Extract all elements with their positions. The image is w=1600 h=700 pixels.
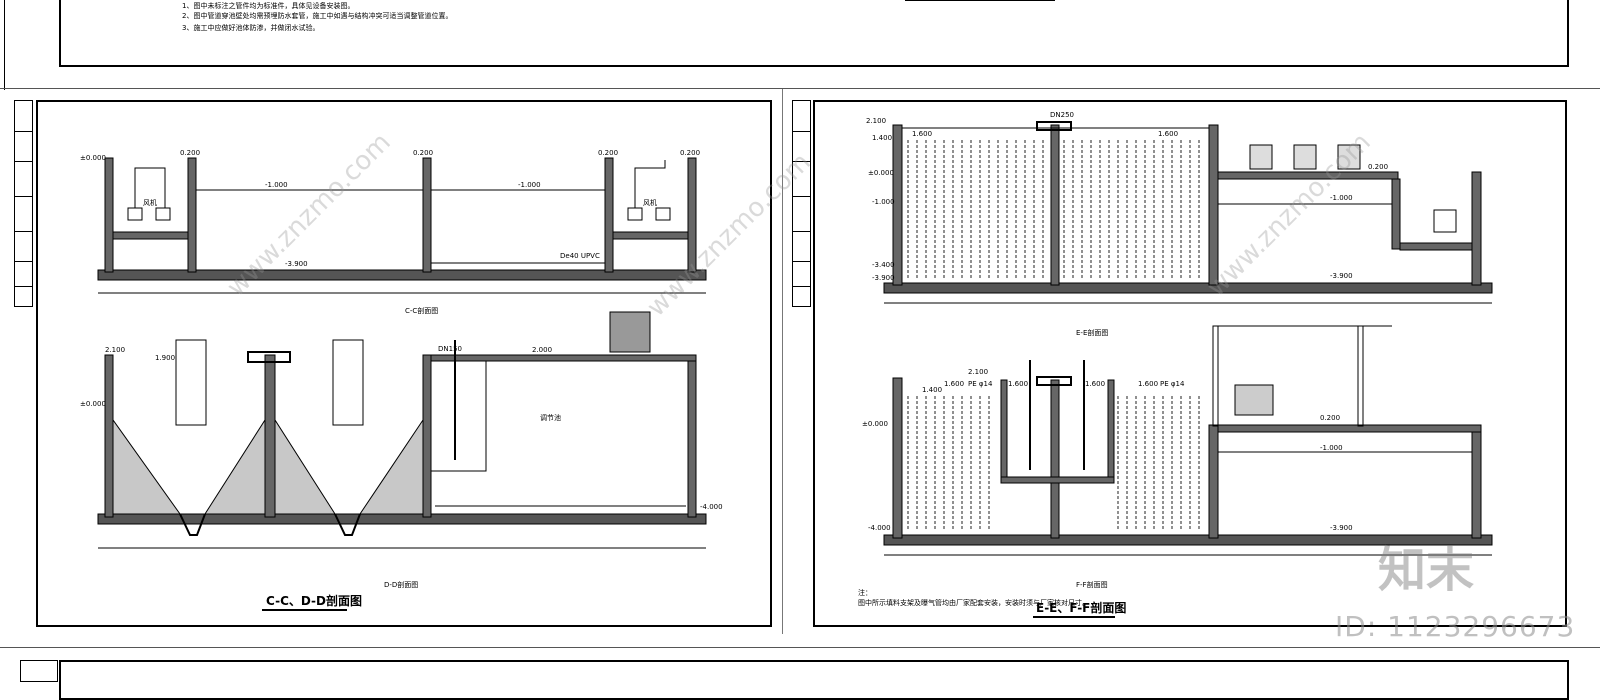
dd-elev-2000: 2.000 bbox=[532, 346, 552, 354]
ff-elev-0200: 0.200 bbox=[1320, 414, 1340, 422]
note-line-3: 3、施工中应做好池体防渗，并做闭水试验。 bbox=[182, 24, 320, 32]
top-sheet bbox=[59, 0, 1569, 67]
watermark-id: ID: 1123296673 bbox=[1335, 610, 1576, 643]
cc-wall-left bbox=[104, 157, 114, 273]
right-drawing-ff: 2.100 1.400 1.600 1.600 1.600 1.600 PE φ… bbox=[862, 325, 1493, 556]
cc-elev-top-2: 0.200 bbox=[413, 149, 433, 157]
left-drawing-dd: 2.100 1.900 2.000 ±0.000 -4.000 DN150 调节… bbox=[80, 311, 723, 549]
left-sheet-title: C-C、D-D剖面图 bbox=[266, 594, 362, 608]
cc-elev-top-3: 0.200 bbox=[598, 149, 618, 157]
cc-elev-neg1-b: -1.000 bbox=[518, 181, 541, 189]
dd-elev-zero: ±0.000 bbox=[80, 400, 106, 408]
ff-section-label: F-F剖面图 bbox=[1076, 581, 1108, 589]
dd-section-label: D-D剖面图 bbox=[384, 581, 419, 589]
dd-tank-label: 调节池 bbox=[540, 413, 561, 422]
right-title-underline bbox=[1033, 616, 1115, 618]
cc-wall-mid bbox=[422, 157, 432, 273]
center-divider bbox=[782, 89, 783, 634]
ff-elev-1600-a: 1.600 bbox=[944, 380, 964, 388]
dd-elev-1900: 1.900 bbox=[155, 354, 175, 362]
note-line-2: 2、图中管道穿池壁处均需预埋防水套管，施工中如遇与结构冲突可适当调整管道位置。 bbox=[182, 12, 453, 20]
left-sheet-titleblock bbox=[14, 100, 33, 307]
ff-pe-label-b: PE φ14 bbox=[1160, 380, 1185, 388]
ff-elev-1600-c: 1.600 bbox=[1085, 380, 1105, 388]
dd-elev-neg4: -4.000 bbox=[700, 503, 723, 511]
cc-elev-top-4: 0.200 bbox=[680, 149, 700, 157]
ee-elev-neg39: -3.900 bbox=[872, 274, 895, 282]
cc-pump-label-2: 风机 bbox=[643, 198, 657, 207]
dd-pipe-dn150: DN150 bbox=[438, 345, 462, 353]
watermark-brand: 知末 bbox=[1378, 542, 1475, 598]
ee-elev-neg34: -3.400 bbox=[872, 261, 895, 269]
cc-pump-label-1: 风机 bbox=[143, 198, 157, 207]
left-drawing-sheet bbox=[36, 100, 772, 627]
ff-elev-1400: 1.400 bbox=[922, 386, 942, 394]
cc-wall-2 bbox=[187, 157, 197, 273]
ff-elev-neg39: -3.900 bbox=[1330, 524, 1353, 532]
right-sheet-title: E-E、F-F剖面图 bbox=[1036, 601, 1127, 615]
ee-elev-neg1: -1.000 bbox=[872, 198, 895, 206]
cc-elev-zero: ±0.000 bbox=[80, 154, 106, 162]
cc-base-slab bbox=[97, 269, 707, 281]
ee-elev-1600-a: 1.600 bbox=[912, 130, 932, 138]
cc-wall-right bbox=[687, 157, 697, 273]
ff-media-fill bbox=[907, 396, 1200, 530]
ff-elev-2100: 2.100 bbox=[968, 368, 988, 376]
ff-footnote: 注： bbox=[858, 589, 872, 597]
bottom-titleblock bbox=[20, 660, 58, 682]
top-title-underline bbox=[905, 0, 1055, 1]
ee-elev-zero: ±0.000 bbox=[868, 169, 894, 177]
note-line-1: 1、图中未标注之管件均为标准件，具体见设备安装图。 bbox=[182, 2, 355, 10]
ff-elev-neg4: -4.000 bbox=[868, 524, 891, 532]
left-margin-strip-top bbox=[0, 0, 5, 90]
cc-section-label: C-C剖面图 bbox=[405, 307, 439, 315]
cc-pipe-pvc: De40 UPVC bbox=[560, 252, 600, 260]
right-sheet-titleblock bbox=[792, 100, 811, 307]
sheet-separator bbox=[0, 88, 1600, 89]
left-title-underline bbox=[262, 609, 347, 611]
ff-footnote-text: 图中所示填料支架及曝气管均由厂家配套安装，安装时须与厂家核对尺寸。 bbox=[858, 599, 1089, 607]
ee-section-label: E-E剖面图 bbox=[1076, 329, 1109, 337]
ff-elev-zero: ±0.000 bbox=[862, 420, 888, 428]
ee-elev-1600-b: 1.600 bbox=[1158, 130, 1178, 138]
ee-elev-2100: 2.100 bbox=[866, 117, 886, 125]
cc-elev-bottom: -3.900 bbox=[285, 260, 308, 268]
ee-media-fill bbox=[907, 140, 1200, 278]
ff-elev-1600-b: 1.600 bbox=[1008, 380, 1028, 388]
ee-pipe-dn250: DN250 bbox=[1050, 111, 1074, 119]
dd-elev-2100: 2.100 bbox=[105, 346, 125, 354]
right-drawing-ee: 2.100 1.400 1.600 1.600 ±0.000 -1.000 -1… bbox=[866, 111, 1493, 304]
ee-elev-0200: 0.200 bbox=[1368, 163, 1388, 171]
cc-elev-neg1-a: -1.000 bbox=[265, 181, 288, 189]
cc-elev-top-1: 0.200 bbox=[180, 149, 200, 157]
cc-wall-4 bbox=[604, 157, 614, 273]
ee-elev-1400: 1.400 bbox=[872, 134, 892, 142]
ff-elev-1600-d: 1.600 bbox=[1138, 380, 1158, 388]
ee-elev-neg1-b: -1.000 bbox=[1330, 194, 1353, 202]
ee-elev-neg39-b: -3.900 bbox=[1330, 272, 1353, 280]
bottom-sheet bbox=[59, 660, 1569, 700]
ff-pe-label-a: PE φ14 bbox=[968, 380, 993, 388]
left-drawing-cc: ±0.000 0.200 0.200 0.200 0.200 -1.000 -1… bbox=[80, 149, 707, 294]
ff-elev-neg1: -1.000 bbox=[1320, 444, 1343, 452]
bottom-separator bbox=[0, 647, 1600, 648]
